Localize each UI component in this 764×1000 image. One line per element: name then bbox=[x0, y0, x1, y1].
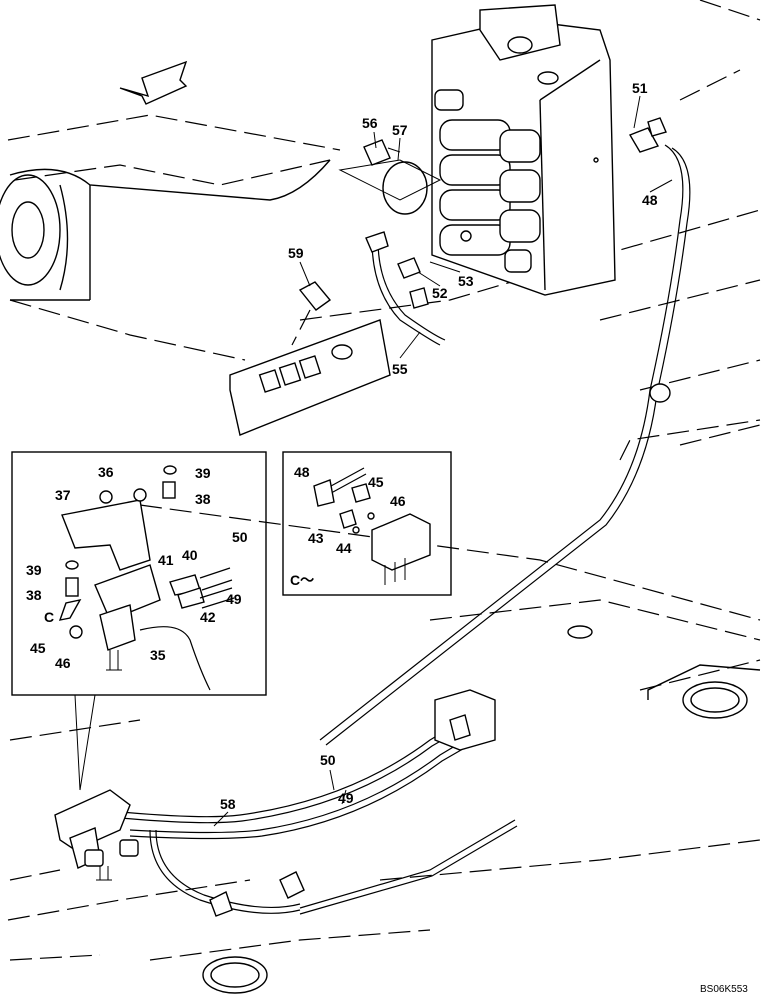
callout-46: 46 bbox=[55, 655, 71, 671]
callout-57: 57 bbox=[392, 122, 408, 138]
callout-45-detail: 45 bbox=[368, 474, 384, 490]
callout-53: 53 bbox=[458, 273, 474, 289]
callout-48: 48 bbox=[642, 192, 658, 208]
callout-49: 49 bbox=[338, 790, 354, 806]
callout-52: 52 bbox=[432, 285, 448, 301]
callout-43: 43 bbox=[308, 530, 324, 546]
callout-42: 42 bbox=[200, 609, 216, 625]
callout-56: 56 bbox=[362, 115, 378, 131]
valve-bracket bbox=[54, 789, 139, 881]
frame-outline bbox=[7, 0, 761, 961]
fitting-51 bbox=[628, 117, 667, 153]
callout-50: 50 bbox=[320, 752, 336, 768]
callout-55: 55 bbox=[392, 361, 408, 377]
callout-40: 40 bbox=[182, 547, 198, 563]
callout-37: 37 bbox=[55, 487, 71, 503]
callout-50-detail: 50 bbox=[232, 529, 248, 545]
switch-59 bbox=[291, 281, 332, 346]
callout-39: 39 bbox=[195, 465, 211, 481]
callout-labels-detail-right: 48 45 46 43 44 C～ bbox=[290, 464, 406, 588]
callout-39b: 39 bbox=[26, 562, 42, 578]
callout-labels-main: 56 57 51 48 59 52 53 55 50 49 58 bbox=[220, 80, 658, 812]
callout-38b: 38 bbox=[26, 587, 42, 603]
callout-58: 58 bbox=[220, 796, 236, 812]
callout-41: 41 bbox=[158, 552, 174, 568]
detail-box-left bbox=[11, 451, 267, 791]
callout-46-detail: 46 bbox=[390, 493, 406, 509]
callout-36: 36 bbox=[98, 464, 114, 480]
callout-49-detail: 49 bbox=[226, 591, 242, 607]
callout-48-detail: 48 bbox=[294, 464, 310, 480]
drawing-code: BS06K553 bbox=[700, 984, 748, 995]
view-marker-c: C bbox=[44, 609, 54, 625]
hose-48 bbox=[319, 144, 691, 746]
callout-44: 44 bbox=[336, 540, 352, 556]
callout-59: 59 bbox=[288, 245, 304, 261]
callout-45: 45 bbox=[30, 640, 46, 656]
boom-body bbox=[0, 159, 331, 301]
floor-openings bbox=[202, 625, 761, 994]
hoses-49-50 bbox=[99, 724, 469, 840]
switch-panel bbox=[229, 319, 391, 436]
view-label-c: C～ bbox=[290, 572, 314, 588]
callout-labels-detail-left: 36 39 37 38 39 38 41 40 50 42 49 45 46 3… bbox=[26, 464, 248, 671]
junction-block bbox=[434, 689, 496, 751]
callout-35: 35 bbox=[150, 647, 166, 663]
leader-lines bbox=[213, 95, 673, 827]
callout-38: 38 bbox=[195, 491, 211, 507]
control-valve bbox=[431, 4, 616, 296]
detail-box-right bbox=[282, 451, 452, 596]
fitting-56 bbox=[338, 139, 442, 215]
harness-58 bbox=[149, 819, 518, 917]
callout-51: 51 bbox=[632, 80, 648, 96]
hose-55 bbox=[365, 231, 446, 346]
direction-arrow-icon bbox=[119, 60, 188, 105]
